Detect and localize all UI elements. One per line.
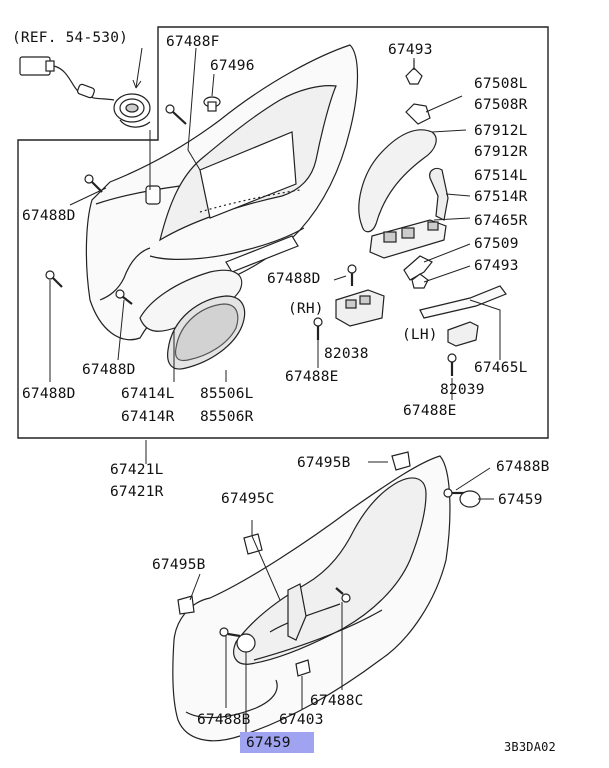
label-67495C: 67495C bbox=[221, 491, 275, 507]
label-67488E-rh: 67488E bbox=[285, 369, 339, 385]
upper-assembly-frame bbox=[17, 26, 549, 439]
label-67488F: 67488F bbox=[166, 34, 220, 50]
label-85506L: 85506L bbox=[200, 386, 254, 402]
diagram-code: 3B3DA02 bbox=[504, 740, 556, 754]
screw-67488E-rh bbox=[313, 317, 323, 340]
label-67514L: 67514L bbox=[474, 168, 528, 184]
screw-67488D-left bbox=[84, 174, 103, 193]
label-67488E-lh: 67488E bbox=[403, 403, 457, 419]
label-67495B-left: 67495B bbox=[152, 557, 206, 573]
panel-67465L bbox=[419, 285, 507, 319]
label-67403: 67403 bbox=[279, 712, 324, 728]
label-67488B-bottom: 67488B bbox=[197, 712, 251, 728]
label-67912L: 67912L bbox=[474, 123, 528, 139]
clip-67495B-left bbox=[177, 595, 195, 615]
switch-82039 bbox=[447, 321, 479, 347]
leader-lines bbox=[49, 47, 501, 734]
label-67488D-left2: 67488D bbox=[22, 386, 76, 402]
label-67508L: 67508L bbox=[474, 76, 528, 92]
label-67488D-center: 67488D bbox=[267, 271, 321, 287]
label-67488D-low: 67488D bbox=[82, 362, 136, 378]
bracket-67508 bbox=[405, 95, 463, 125]
clip-67495C bbox=[243, 533, 263, 555]
label-67465R: 67465R bbox=[474, 213, 528, 229]
switch-panel-67465R bbox=[369, 219, 447, 259]
rh-note: (RH) bbox=[288, 301, 324, 317]
label-67459-highlighted: 67459 bbox=[246, 735, 291, 751]
label-67421R: 67421R bbox=[110, 484, 164, 500]
screw-67488C bbox=[335, 587, 351, 603]
label-82039: 82039 bbox=[440, 382, 485, 398]
label-67488B-right: 67488B bbox=[496, 459, 550, 475]
cap-67459-right bbox=[459, 490, 481, 508]
label-67912R: 67912R bbox=[474, 144, 528, 160]
speaker-connector-part bbox=[19, 47, 151, 128]
label-67414L: 67414L bbox=[121, 386, 175, 402]
label-67488C: 67488C bbox=[310, 693, 364, 709]
screw-67488D-center bbox=[347, 264, 357, 286]
label-67493-mid: 67493 bbox=[474, 258, 519, 274]
label-67508R: 67508R bbox=[474, 97, 528, 113]
label-67488D-left: 67488D bbox=[22, 208, 76, 224]
label-67514R: 67514R bbox=[474, 189, 528, 205]
speaker-grille-part bbox=[167, 295, 246, 370]
screw-67488E-lh bbox=[447, 353, 457, 376]
clip-67496 bbox=[203, 96, 221, 112]
label-67495B-top: 67495B bbox=[297, 455, 351, 471]
label-67459-right: 67459 bbox=[498, 492, 543, 508]
screw-67488D-low bbox=[115, 289, 133, 305]
label-85506R: 85506R bbox=[200, 409, 254, 425]
clip-67403 bbox=[295, 659, 311, 677]
label-67493-top: 67493 bbox=[388, 42, 433, 58]
ref-note: (REF. 54-530) bbox=[12, 30, 129, 46]
lh-note: (LH) bbox=[402, 327, 438, 343]
label-67496: 67496 bbox=[210, 58, 255, 74]
label-67509: 67509 bbox=[474, 236, 519, 252]
label-67421L: 67421L bbox=[110, 462, 164, 478]
inner-handle-lower bbox=[287, 583, 307, 641]
screw-67488F bbox=[165, 104, 187, 125]
cover-67514 bbox=[429, 167, 449, 221]
nut-67493-mid bbox=[411, 273, 429, 289]
armrest-part bbox=[139, 269, 243, 332]
screw-67488B-bottom bbox=[219, 627, 241, 638]
highlight-box bbox=[240, 732, 314, 753]
screw-67488D-left2 bbox=[45, 270, 63, 288]
screw-67488B-right bbox=[443, 488, 464, 498]
switch-82038 bbox=[335, 289, 385, 327]
clip-67495B-top bbox=[391, 451, 411, 471]
door-trim-panel-lower bbox=[172, 455, 451, 742]
label-67414R: 67414R bbox=[121, 409, 175, 425]
label-82038: 82038 bbox=[324, 346, 369, 362]
label-67465L: 67465L bbox=[474, 360, 528, 376]
pull-handle-67912 bbox=[358, 129, 467, 233]
